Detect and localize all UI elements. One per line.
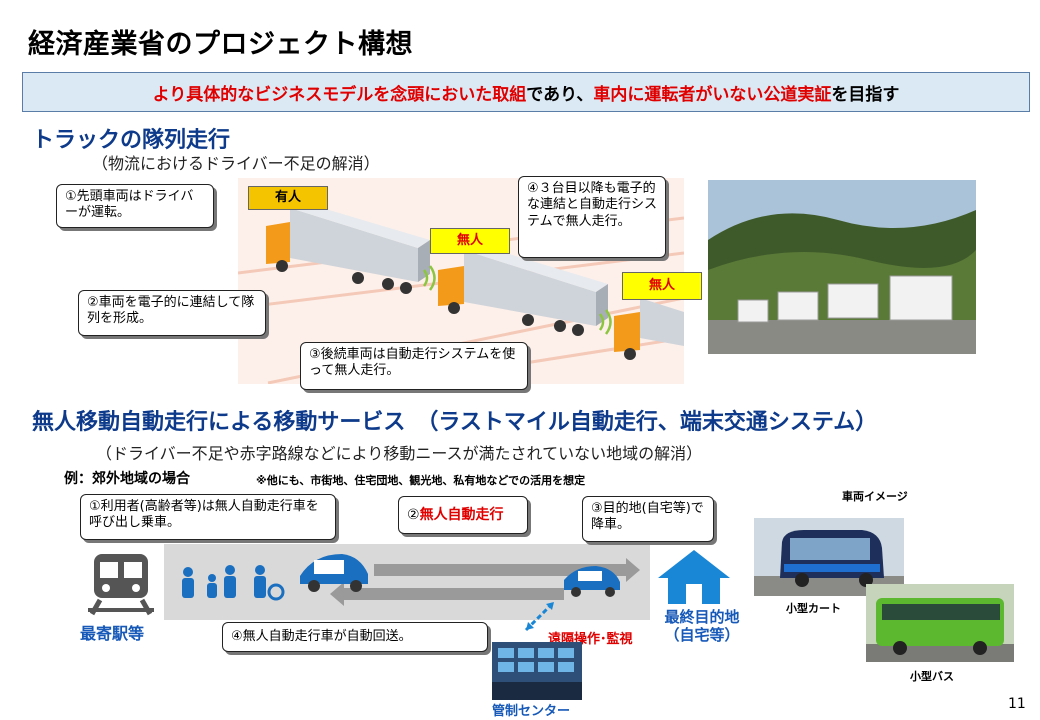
- banner-part4: を目指す: [831, 84, 900, 105]
- mobility-section-title: 無人移動自動走行による移動サービス （ラストマイル自動走行、端末交通システム）: [32, 410, 878, 435]
- lead-truck: [266, 202, 430, 294]
- mobility-section-subtitle: （ドライバー不足や赤字路線などにより移動ニースが満たされていない地域の解消）: [96, 444, 703, 463]
- route-arrows: [182, 554, 640, 606]
- truck-callout-1: ①先頭車両はドライバーが運転。: [56, 184, 214, 228]
- unmanned-tag-2: 無人: [622, 272, 702, 300]
- truck-callout-2: ②車両を電子的に連結して隊列を形成。: [78, 290, 266, 336]
- small-cart-photo: [754, 518, 904, 596]
- autonomous-car-return: [564, 566, 620, 597]
- example-label: 例：郊外地域の場合: [64, 471, 190, 487]
- truck-platoon-photo: [708, 180, 976, 354]
- mobility-callout-3: ③目的地(自宅等)で降車。: [582, 496, 714, 542]
- truck-section-subtitle: （物流におけるドライバー不足の解消）: [92, 154, 380, 173]
- page-title: 経済産業省のプロジェクト構想: [28, 29, 413, 60]
- house-icon: [658, 550, 730, 604]
- destination-label-line1: 最終目的地: [664, 608, 740, 626]
- train-icon: [88, 554, 154, 616]
- mobility-callout-4: ④無人自動走行車が自動回送。: [222, 622, 488, 652]
- control-center-label: 管制センター: [492, 704, 571, 719]
- third-truck: [614, 298, 684, 360]
- manned-tag: 有人: [248, 186, 328, 210]
- autonomous-car-pickup: [300, 554, 368, 592]
- truck-callout-4: ④３台目以降も電子的な連結と自動走行システムで無人走行。: [518, 176, 666, 258]
- mobility-callout-2: ②無人自動走行: [398, 496, 528, 534]
- banner-part2: であり、: [526, 84, 594, 105]
- bus-label: 小型バス: [910, 670, 954, 683]
- small-bus-photo: [866, 584, 1014, 662]
- truck-section-title: トラックの隊列走行: [32, 128, 231, 153]
- mobility-callout-2-num: ②: [407, 507, 420, 523]
- banner-part1: より具体的なビジネスモデルを念頭においた取組: [152, 84, 527, 105]
- destination-label-line2: （自宅等）: [664, 626, 740, 644]
- second-truck: [438, 244, 608, 336]
- vehicle-image-label: 車両イメージ: [842, 490, 908, 503]
- remote-link-arrow: [524, 600, 556, 632]
- station-label: 最寄駅等: [80, 624, 145, 643]
- page-number: 11: [1008, 696, 1026, 712]
- mobility-callout-2-text: 無人自動走行: [419, 507, 504, 523]
- goal-banner: より具体的なビジネスモデルを念頭においた取組 であり、 車内に運転者がいない公道…: [22, 72, 1030, 112]
- unmanned-tag-1: 無人: [430, 228, 510, 254]
- control-center-image: [492, 642, 582, 700]
- cart-label: 小型カート: [786, 602, 841, 615]
- truck-callout-3: ③後続車両は自動走行システムを使って無人走行。: [300, 342, 528, 390]
- usage-note: ※他にも、市街地、住宅団地、観光地、私有地などでの活用を想定: [256, 474, 586, 487]
- mobility-callout-1: ①利用者(高齢者等)は無人自動走行車を呼び出し乗車。: [80, 494, 336, 540]
- banner-part3: 車内に運転者がいない公道実証: [593, 84, 832, 105]
